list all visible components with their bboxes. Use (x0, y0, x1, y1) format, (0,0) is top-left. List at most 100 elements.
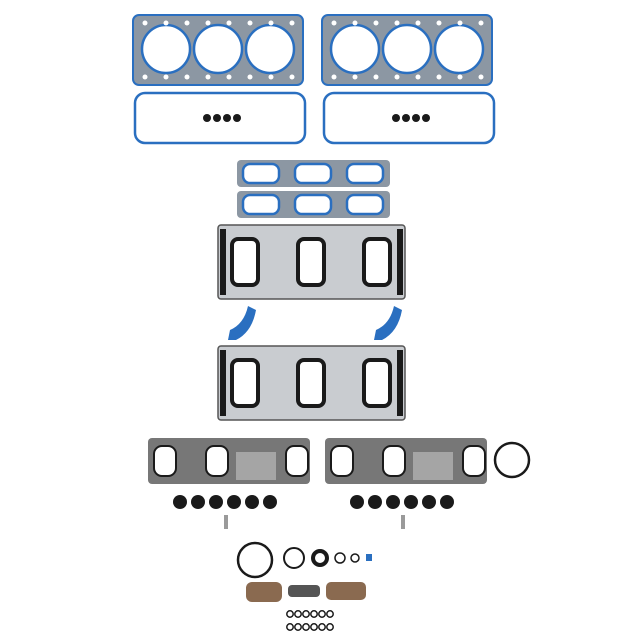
bolt-hole (205, 74, 211, 80)
bolt-hole (184, 74, 190, 80)
bolt-hole (352, 74, 358, 80)
bolt-hole (163, 74, 169, 80)
gasket-edge (220, 350, 226, 416)
grommet (245, 495, 259, 509)
bolt-hole (247, 74, 253, 80)
o-ring (334, 552, 346, 564)
bolt-hole (478, 20, 484, 26)
dowel-pin (224, 515, 228, 529)
grommet (213, 114, 221, 122)
grommet (173, 495, 187, 509)
grommet (412, 114, 420, 122)
gasket-edge (397, 229, 403, 295)
bolt-hole (142, 74, 148, 80)
bolt-hole (289, 20, 295, 26)
small-o-ring (310, 610, 318, 618)
grommet (209, 495, 223, 509)
o-ring (493, 441, 531, 479)
bolt-hole (394, 20, 400, 26)
small-o-ring (286, 623, 294, 631)
small-o-ring (318, 610, 326, 618)
grommet (422, 114, 430, 122)
small-o-ring (326, 623, 334, 631)
cylinder-bore (329, 23, 381, 75)
small-gasket (288, 585, 320, 597)
heat-shield (413, 452, 453, 480)
plenum-port (362, 358, 392, 408)
heat-shield (236, 452, 276, 480)
seal-ring (311, 549, 329, 567)
intake-port (241, 193, 281, 216)
small-o-ring (326, 610, 334, 618)
grommet (422, 495, 436, 509)
bolt-hole (352, 20, 358, 26)
small-o-ring (294, 610, 302, 618)
intake-port (345, 193, 385, 216)
bolt-hole (268, 74, 274, 80)
grommet (263, 495, 277, 509)
exhaust-port (330, 445, 354, 477)
bolt-hole (373, 74, 379, 80)
intake-port (293, 193, 333, 216)
coolant-seal (228, 306, 256, 340)
small-gasket (246, 582, 282, 602)
cylinder-bore (433, 23, 485, 75)
gasket-edge (220, 229, 226, 295)
plenum-port (296, 358, 326, 408)
exhaust-port (285, 445, 309, 477)
small-seal (366, 554, 372, 561)
bolt-hole (142, 20, 148, 26)
cylinder-bore (192, 23, 244, 75)
grommet (368, 495, 382, 509)
small-o-ring (286, 610, 294, 618)
o-ring (283, 547, 305, 569)
bolt-hole (226, 74, 232, 80)
grommet (440, 495, 454, 509)
bolt-hole (457, 74, 463, 80)
grommet (392, 114, 400, 122)
small-gasket (326, 582, 366, 600)
exhaust-port (382, 445, 406, 477)
intake-port (241, 162, 281, 185)
grommet (233, 114, 241, 122)
grommet (404, 495, 418, 509)
bolt-hole (184, 20, 190, 26)
bolt-hole (331, 74, 337, 80)
bolt-hole (415, 20, 421, 26)
intake-port (345, 162, 385, 185)
grommet (227, 495, 241, 509)
grommet (203, 114, 211, 122)
intake-port (293, 162, 333, 185)
plenum-port (296, 237, 326, 287)
grommet (191, 495, 205, 509)
valve-cover-gasket (133, 91, 307, 145)
grommet (402, 114, 410, 122)
bolt-hole (163, 20, 169, 26)
small-o-ring (294, 623, 302, 631)
valve-cover-gasket (322, 91, 496, 145)
bolt-hole (457, 20, 463, 26)
o-ring (236, 541, 274, 579)
cylinder-bore (381, 23, 433, 75)
cylinder-bore (140, 23, 192, 75)
bolt-hole (373, 20, 379, 26)
bolt-hole (436, 74, 442, 80)
grommet (223, 114, 231, 122)
cylinder-bore (244, 23, 296, 75)
small-o-ring (302, 610, 310, 618)
plenum-port (362, 237, 392, 287)
dowel-pin (401, 515, 405, 529)
gasket-edge (397, 350, 403, 416)
plenum-port (230, 237, 260, 287)
small-o-ring (318, 623, 326, 631)
small-o-ring (302, 623, 310, 631)
bolt-hole (331, 20, 337, 26)
exhaust-port (153, 445, 177, 477)
bolt-hole (205, 20, 211, 26)
exhaust-port (205, 445, 229, 477)
bolt-hole (394, 74, 400, 80)
small-o-ring (310, 623, 318, 631)
grommet (386, 495, 400, 509)
coolant-seal (374, 306, 402, 340)
